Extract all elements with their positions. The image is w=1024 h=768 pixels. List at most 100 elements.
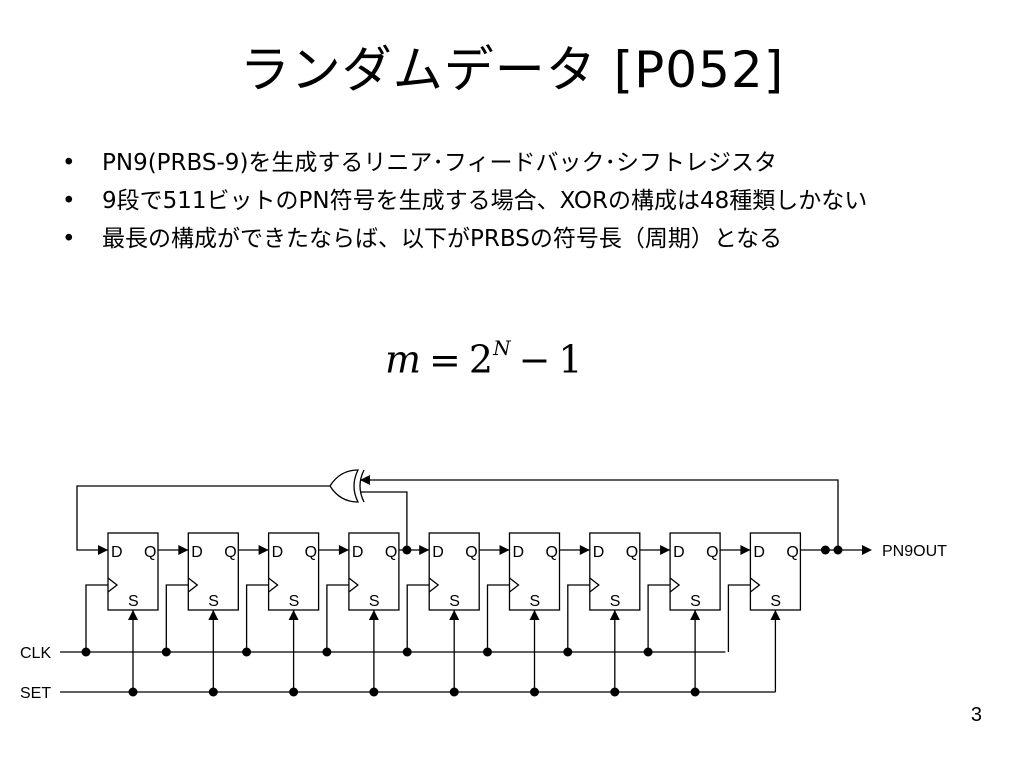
clock-triangle: [509, 577, 520, 593]
arrow-head: [128, 610, 138, 620]
arrow-head: [368, 610, 379, 620]
bullet-marker: •: [62, 150, 76, 176]
arrow-head: [862, 545, 872, 555]
bullet-item: • 最長の構成ができたならば、以下がPRBSの符号長（周期）となる: [62, 222, 972, 256]
bullet-item: • 9段で511ビットのPN符号を生成する場合、XORの構成は48種類しかない: [62, 184, 972, 218]
period-formula: m=2N−1: [385, 322, 625, 382]
dff-box: [107, 532, 159, 611]
formula-exponent: N: [493, 336, 511, 360]
clk-junction: [402, 647, 412, 657]
set-junction: [208, 687, 218, 697]
dff-s-label: S: [530, 593, 541, 610]
slide-title: ランダムデータ [P052]: [239, 41, 785, 99]
formula-minus: −: [518, 337, 551, 382]
clk-junction: [643, 647, 653, 657]
dff-q-label: Q: [706, 544, 718, 561]
arrow-head: [208, 610, 219, 620]
clk-wire: [406, 584, 430, 652]
set-label: SET: [20, 685, 51, 702]
set-junction: [369, 687, 379, 697]
dff-s-label: S: [128, 593, 139, 610]
dff-s-label: S: [449, 593, 460, 610]
dff-box: [589, 532, 641, 611]
tap-junction: [402, 545, 412, 555]
dff-s-label: S: [369, 593, 380, 610]
clk-wire: [647, 584, 671, 652]
arrow-head: [338, 545, 349, 555]
dff-d-label: D: [272, 544, 284, 561]
output-junction: [820, 545, 830, 555]
dff-d-label: D: [673, 544, 685, 561]
clock-triangle: [268, 577, 279, 593]
dff-q-label: Q: [305, 544, 317, 561]
dff-d-label: D: [432, 544, 444, 561]
dff-q-label: Q: [465, 544, 477, 561]
clk-junction: [81, 647, 91, 657]
dff-d-label: D: [111, 544, 123, 561]
arrow-head: [360, 475, 370, 485]
dff-box: [428, 532, 480, 611]
dff-q-label: Q: [144, 544, 156, 561]
clk-wire: [326, 584, 349, 652]
set-junction: [610, 687, 620, 697]
clk-junction: [483, 647, 492, 657]
dff-d-label: D: [513, 544, 525, 561]
dff-s-label: S: [208, 593, 219, 610]
arrow-head: [529, 610, 540, 620]
clock-triangle: [107, 577, 119, 593]
arrow-head: [178, 545, 189, 555]
formula-equals: =: [429, 337, 461, 382]
dff-s-label: S: [289, 593, 300, 610]
arrow-head: [499, 545, 510, 555]
dff-s-label: S: [690, 593, 701, 610]
clk-label: CLK: [20, 645, 51, 662]
arrow-head: [770, 610, 781, 620]
dff-d-label: D: [352, 544, 364, 561]
arrow-head: [449, 610, 460, 620]
clk-wire: [165, 584, 189, 652]
bullet-text: 最長の構成ができたならば、以下がPRBSの符号長（周期）となる: [102, 226, 783, 252]
clock-triangle: [669, 577, 681, 593]
set-junction: [289, 687, 299, 697]
set-junction: [690, 687, 700, 697]
set-junction: [128, 687, 138, 697]
clock-triangle: [187, 577, 199, 593]
bullet-marker: •: [62, 188, 76, 214]
formula-base: 2: [468, 337, 494, 382]
dff-q-label: Q: [224, 544, 236, 561]
dff-s-label: S: [770, 593, 781, 610]
clk-wire: [85, 584, 108, 652]
arrow-head: [288, 610, 299, 620]
dff-box: [508, 532, 561, 611]
clock-triangle: [348, 577, 359, 593]
xor-gate-back-curve: [359, 469, 365, 503]
clk-wire: [727, 584, 751, 652]
arrow-head: [579, 545, 590, 555]
arrow-head: [258, 545, 269, 555]
set-junction: [530, 687, 539, 697]
clock-triangle: [750, 577, 761, 593]
dff-q-label: Q: [546, 544, 558, 561]
formula-one: 1: [558, 337, 583, 382]
arrow-head: [609, 610, 620, 620]
formula-var: m: [385, 337, 422, 382]
dff-d-label: D: [753, 544, 765, 561]
clk-wire: [245, 584, 269, 652]
dff-q-label: Q: [626, 544, 638, 561]
clk-junction: [242, 647, 252, 657]
dff-s-label: S: [610, 593, 621, 610]
bullet-text: PN9(PRBS-9)を生成するリニア･フィードバック･シフトレジスタ: [102, 150, 777, 176]
page-number: 3: [970, 704, 982, 726]
dff-box: [187, 532, 239, 611]
set-junction: [449, 687, 459, 697]
bullet-item: • PN9(PRBS-9)を生成するリニア･フィードバック･シフトレジスタ: [62, 146, 972, 180]
dff-q-label: Q: [786, 544, 798, 561]
arrow-head: [740, 545, 751, 555]
bullet-text: 9段で511ビットのPN符号を生成する場合、XORの構成は48種類しかない: [102, 188, 868, 214]
clk-wire: [486, 584, 510, 652]
xor-gate: [329, 469, 360, 503]
clk-junction: [563, 647, 573, 657]
feedback-wire: [76, 485, 330, 551]
clk-junction: [322, 647, 332, 657]
